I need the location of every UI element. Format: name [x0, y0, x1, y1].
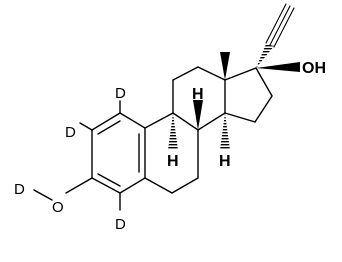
oxygen-label-c3: O: [52, 199, 64, 216]
h-label-c14: H: [219, 153, 231, 170]
hydroxyl-label: OH: [302, 60, 326, 77]
ring-a-aromatic: [91, 112, 146, 194]
bond-c2-d: [79, 122, 93, 131]
bond-c4-c3: [91, 177, 121, 194]
hashed-wedge-h14: [220, 113, 230, 150]
triple-bond-right: [273, 7, 295, 48]
oh-wedge-c17: [256, 62, 300, 72]
bond-c1-c10: [119, 112, 146, 129]
bond-c6-c5: [144, 177, 173, 194]
ring-b: [144, 112, 199, 194]
bond-c15-c14: [224, 112, 256, 123]
bond-c12-c13: [197, 66, 226, 81]
triple-bond-left: [265, 3, 287, 44]
hashed-wedge-c17-c20: [256, 44, 274, 68]
bond-c17-c16: [255, 67, 273, 97]
double-bond-c3-c4: [97, 173, 121, 187]
bond-c3-o: [65, 177, 93, 194]
deuterium-label-c2: D: [65, 124, 76, 141]
h-label-c9: H: [167, 153, 179, 170]
bond-c2-c1: [91, 112, 121, 131]
ring-d: [224, 67, 273, 123]
bond-c5-c4: [119, 177, 146, 194]
bond-c9-c8: [172, 112, 199, 131]
bond-c13-c17: [224, 67, 257, 81]
deuterium-label-oxygen: D: [14, 181, 25, 198]
methyl-wedge-c18: [220, 52, 230, 80]
ring-c: [172, 66, 226, 131]
h-label-c8: H: [192, 86, 204, 103]
bond-c10-c9: [144, 112, 174, 129]
bond-c7-c6: [171, 177, 199, 194]
double-bond-c1-c2: [97, 120, 121, 135]
wedge-h8: [193, 100, 203, 130]
deuterium-label-c4: D: [115, 216, 126, 233]
deuterium-label-c1: D: [115, 85, 126, 102]
bond-c11-c12: [172, 66, 199, 81]
bond-c14-c8: [197, 112, 226, 131]
triple-bond-center: [269, 5, 291, 46]
bond-o-d: [33, 189, 53, 201]
bond-c16-c15: [254, 95, 273, 123]
hashed-wedge-h9: [168, 113, 178, 150]
ethynyl-group: [256, 3, 295, 68]
